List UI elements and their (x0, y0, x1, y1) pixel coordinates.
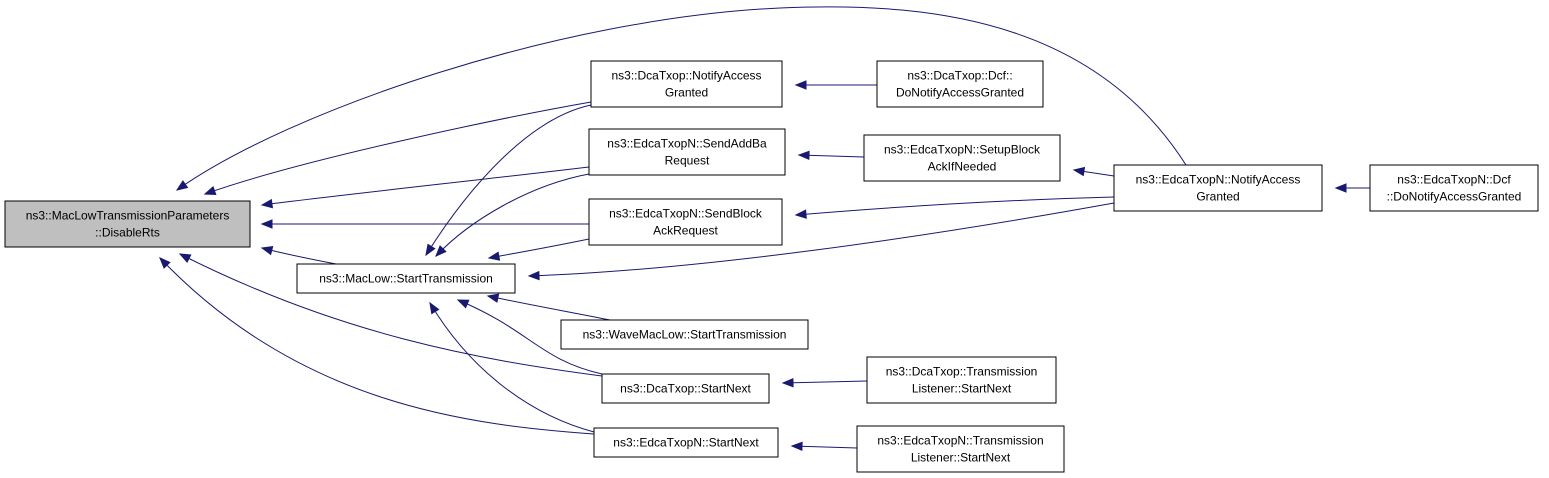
edge-edca_blockack-to-maclow_start (487, 238, 590, 261)
arrowhead (178, 253, 192, 263)
arrowhead (203, 186, 217, 195)
node-box (296, 263, 516, 294)
node-label-line: ns3::DcaTxop::Transmission (886, 365, 1038, 379)
node-label-line: AckIfNeeded (928, 160, 997, 174)
node-label-line: ::DoNotifyAccessGranted (1387, 190, 1522, 204)
edge-edca_notify-to-maclow_start (527, 202, 1115, 281)
arrowhead (260, 246, 274, 256)
node-box (588, 198, 783, 246)
node-label-line: AckRequest (653, 224, 718, 238)
node-label-line: ns3::EdcaTxopN::SendBlock (609, 207, 763, 221)
arrowhead (794, 80, 807, 90)
arrowhead (487, 251, 501, 261)
node-label-line: ns3::DcaTxop::Dcf:: (907, 69, 1012, 83)
node-label-line: ns3::WaveMacLow::StartTransmission (583, 328, 787, 342)
edge-edca_addba-to-root (260, 166, 590, 209)
arrowhead (175, 180, 189, 191)
node-label-line: ns3::EdcaTxopN::SetupBlock (884, 143, 1041, 157)
node-label-line: ns3::EdcaTxopN::NotifyAccess (1136, 173, 1301, 187)
node-label-line: ns3::EdcaTxopN::Dcf (1397, 173, 1511, 187)
node-box (588, 128, 786, 176)
node-label-line: Listener::StartNext (912, 382, 1012, 396)
node-label-line: Granted (665, 86, 708, 100)
arrowhead (425, 243, 436, 257)
edge-dca_notify-to-root (203, 101, 592, 195)
arrowhead (260, 219, 273, 229)
arrowhead (429, 301, 440, 315)
node-label-line: DoNotifyAccessGranted (896, 86, 1024, 100)
node-label-line: ns3::EdcaTxopN::StartNext (613, 436, 759, 450)
node-label-line: ns3::EdcaTxopN::Transmission (877, 434, 1043, 448)
node-label-line: Granted (1196, 190, 1239, 204)
edge-edca_notify-to-edca_setup (1072, 166, 1115, 177)
edge-dca_startnext-to-root (178, 253, 603, 377)
arrowhead (1334, 183, 1347, 193)
arrowhead (527, 270, 540, 281)
edge-dca_listener-to-dca_startnext (781, 378, 868, 388)
arrowhead (781, 378, 794, 388)
node-box (876, 60, 1044, 108)
node-wave_start[interactable]: ns3::WaveMacLow::StartTransmission (560, 319, 809, 350)
edge-dca_startnext-to-maclow_start (456, 299, 603, 375)
edge-edca_startnext-to-root (159, 257, 595, 435)
node-dca_notify[interactable]: ns3::DcaTxop::NotifyAccessGranted (590, 60, 783, 108)
arrowhead (794, 209, 807, 219)
node-root[interactable]: ns3::MacLowTransmissionParameters::Disab… (4, 200, 251, 248)
edge-edca_dcf-to-edca_notify (1334, 183, 1370, 193)
node-label-line: ns3::DcaTxop::StartNext (620, 382, 751, 396)
edge-edca_blockack-to-root (260, 219, 589, 229)
arrowhead (486, 293, 500, 303)
node-label-line: ::DisableRts (95, 226, 160, 240)
arrowhead (797, 150, 810, 161)
node-box (863, 134, 1061, 182)
node-box (4, 200, 251, 248)
node-dca_dcf[interactable]: ns3::DcaTxop::Dcf::DoNotifyAccessGranted (876, 60, 1044, 108)
arrowhead (790, 441, 803, 452)
node-dca_startnext[interactable]: ns3::DcaTxop::StartNext (601, 373, 770, 404)
edge-dca_dcf-to-dca_notify (794, 80, 877, 90)
node-box (866, 356, 1057, 404)
node-box (856, 425, 1065, 473)
node-box (1369, 164, 1539, 212)
node-maclow_start[interactable]: ns3::MacLow::StartTransmission (296, 263, 516, 294)
node-label-line: ns3::DcaTxop::NotifyAccess (611, 69, 761, 83)
edge-edca_setup-to-edca_addba (797, 150, 865, 161)
arrowhead (1072, 166, 1086, 177)
nodes-layer: ns3::MacLowTransmissionParameters::Disab… (4, 60, 1539, 473)
arrowhead (159, 257, 171, 269)
edge-edca_addba-to-maclow_start (435, 173, 590, 257)
node-label-line: ns3::MacLowTransmissionParameters (26, 209, 230, 223)
node-edca_dcf[interactable]: ns3::EdcaTxopN::Dcf::DoNotifyAccessGrant… (1369, 164, 1539, 212)
node-box (1113, 164, 1323, 212)
edge-maclow_start-to-root (260, 246, 337, 265)
arrowhead (260, 198, 274, 209)
edge-edca_notify-to-root (175, 6, 1187, 191)
node-box (593, 427, 779, 458)
node-label-line: Listener::StartNext (911, 451, 1011, 465)
node-edca_listener[interactable]: ns3::EdcaTxopN::TransmissionListener::St… (856, 425, 1065, 473)
node-dca_listener[interactable]: ns3::DcaTxop::TransmissionListener::Star… (866, 356, 1057, 404)
node-label-line: ns3::EdcaTxopN::SendAddBa (607, 137, 767, 151)
edge-edca_notify-to-edca_blockack (794, 196, 1115, 219)
edge-edca_startnext-to-maclow_start (429, 301, 595, 433)
edge-wave_start-to-maclow_start (486, 293, 611, 321)
arrowhead (435, 245, 447, 257)
node-box (560, 319, 809, 350)
arrowhead (456, 299, 470, 309)
node-edca_startnext[interactable]: ns3::EdcaTxopN::StartNext (593, 427, 779, 458)
edge-edca_listener-to-edca_startnext (790, 441, 858, 452)
edge-dca_notify-to-maclow_start (425, 104, 592, 257)
node-edca_notify[interactable]: ns3::EdcaTxopN::NotifyAccessGranted (1113, 164, 1323, 212)
node-label-line: Request (665, 154, 710, 168)
node-box (601, 373, 770, 404)
node-label-line: ns3::MacLow::StartTransmission (319, 272, 493, 286)
edges-layer (159, 6, 1370, 452)
node-box (590, 60, 783, 108)
